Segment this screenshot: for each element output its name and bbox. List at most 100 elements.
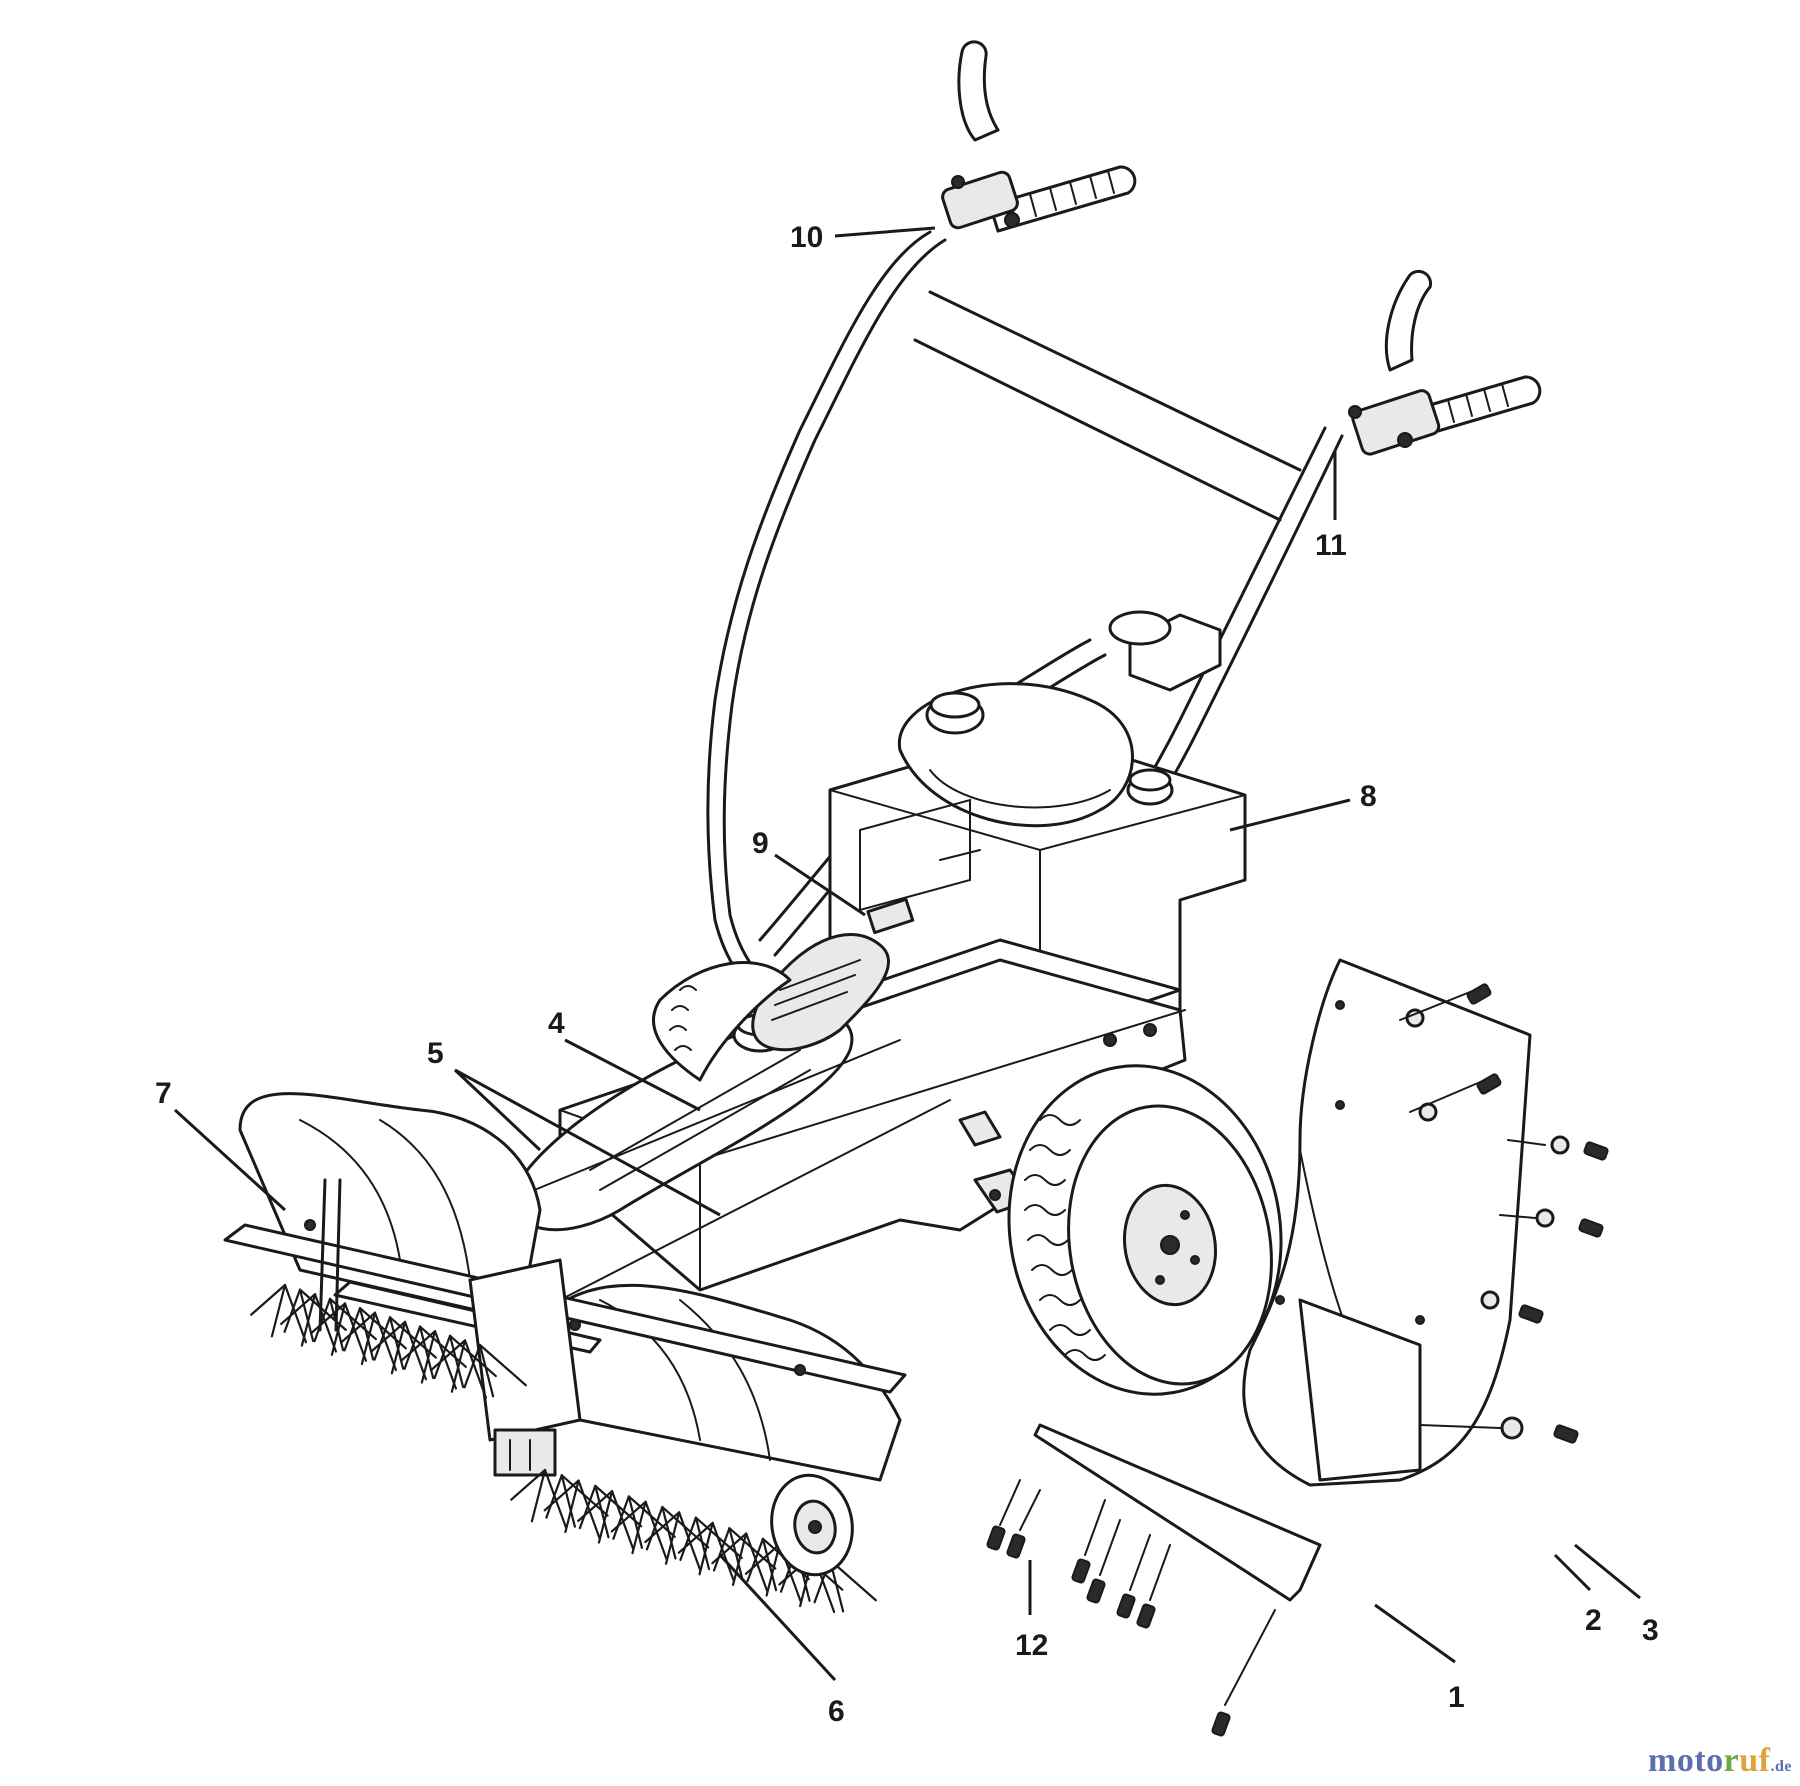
bristle	[731, 1532, 748, 1586]
leader-1	[1374, 1603, 1456, 1664]
bristle	[450, 1339, 467, 1393]
bristle	[661, 1505, 677, 1560]
bristle	[560, 1474, 576, 1528]
bristle	[478, 1343, 527, 1387]
bristle	[373, 1311, 398, 1372]
leader-4	[564, 1038, 701, 1112]
leader-2	[1553, 1553, 1592, 1592]
bristle	[761, 1537, 778, 1592]
bristle	[420, 1330, 437, 1384]
rear-wheel	[652, 961, 792, 1082]
bristle	[612, 1495, 630, 1540]
leader-7	[173, 1108, 287, 1212]
bristle	[698, 1521, 714, 1576]
bristle	[300, 1293, 317, 1347]
callout-1: 1	[1448, 1681, 1465, 1714]
callout-3: 3	[1642, 1614, 1659, 1647]
callout-12: 12	[1015, 1629, 1048, 1662]
bristle	[510, 1468, 547, 1501]
bristle	[728, 1527, 744, 1581]
callout-6: 6	[828, 1695, 845, 1728]
bristle	[545, 1474, 563, 1519]
callout-7: 7	[155, 1077, 172, 1110]
bristle	[645, 1505, 664, 1551]
bristle	[745, 1532, 769, 1592]
leader-5b	[454, 1068, 721, 1217]
bristle	[298, 1288, 347, 1331]
bristle	[403, 1325, 422, 1370]
motoruf-watermark: motoruf.de	[1648, 1742, 1792, 1779]
bristle	[543, 1479, 580, 1512]
bristle	[577, 1479, 601, 1539]
bristle	[679, 1516, 697, 1562]
bristle	[744, 1543, 781, 1575]
callout-10: 10	[790, 221, 823, 254]
leader-9	[774, 853, 866, 917]
bristle	[463, 1343, 482, 1389]
callout-11: 11	[1315, 529, 1347, 562]
bristle	[594, 1484, 610, 1539]
left-lever	[941, 40, 1020, 230]
bristle	[530, 1468, 547, 1523]
bristle	[711, 1521, 735, 1582]
leader-5a	[453, 1068, 542, 1152]
callout-5: 5	[427, 1037, 444, 1070]
right-grip	[1428, 375, 1542, 433]
bristle	[343, 1306, 362, 1352]
bristle	[310, 1302, 347, 1335]
bristle	[328, 1297, 377, 1341]
bristle	[478, 1343, 495, 1398]
bristle	[644, 1511, 681, 1544]
bristle	[644, 1500, 668, 1561]
bristle	[610, 1490, 635, 1550]
bristle	[330, 1302, 347, 1356]
bristle	[577, 1490, 614, 1522]
callout-8: 8	[1360, 780, 1377, 813]
bristle	[250, 1283, 287, 1316]
leader-10	[834, 226, 936, 238]
wheel	[1007, 1064, 1283, 1396]
leader-lines	[173, 226, 1641, 1682]
bristle	[610, 1500, 647, 1533]
bristle	[448, 1334, 465, 1389]
hardware-bolts	[986, 983, 1609, 1737]
bristle	[564, 1479, 580, 1534]
bristle	[280, 1293, 317, 1326]
bristle	[765, 1543, 781, 1597]
callout-4: 4	[548, 1007, 565, 1040]
bristle	[694, 1516, 711, 1571]
bristle	[270, 1283, 287, 1338]
bristle	[418, 1325, 467, 1368]
leader-8	[1229, 798, 1351, 832]
bristle	[627, 1495, 644, 1549]
bristle	[463, 1339, 488, 1399]
bristle	[360, 1311, 377, 1366]
chassis-frame	[509, 933, 1187, 1301]
bristle	[677, 1521, 714, 1554]
bristle	[631, 1500, 647, 1555]
bristle	[578, 1484, 597, 1530]
bristle	[373, 1316, 392, 1361]
bristle	[340, 1311, 377, 1344]
brush-hood	[223, 1092, 907, 1482]
bristle	[543, 1468, 568, 1529]
bristle	[388, 1316, 437, 1359]
bristle	[433, 1334, 452, 1380]
bristle	[712, 1527, 731, 1572]
leader-3	[1574, 1543, 1641, 1600]
bristle	[283, 1288, 302, 1333]
bristle	[283, 1283, 308, 1344]
bristle	[433, 1330, 458, 1390]
bristle	[313, 1293, 338, 1353]
bristle	[746, 1537, 765, 1583]
callout-9: 9	[752, 827, 769, 860]
brush-bristles	[250, 1283, 877, 1614]
bristle	[400, 1330, 437, 1362]
leader-6	[718, 1553, 837, 1682]
bristle	[343, 1302, 368, 1362]
callout-2: 2	[1585, 1604, 1602, 1637]
right-lever	[1348, 269, 1441, 456]
brush-end-plate	[770, 1473, 854, 1577]
bristle	[430, 1339, 467, 1372]
